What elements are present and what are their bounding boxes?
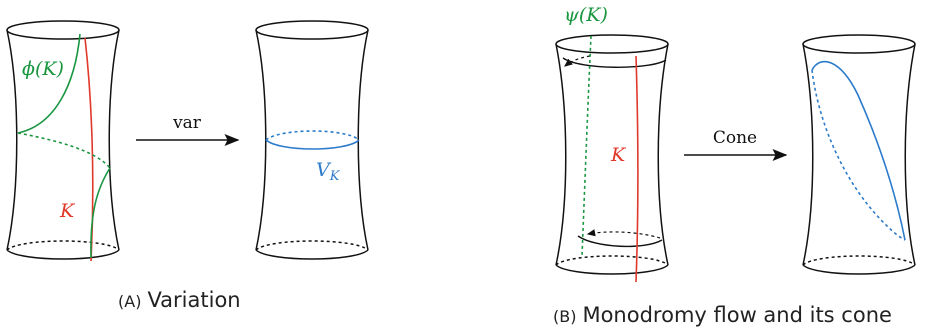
cylinder-a-right-bottom-back — [255, 240, 369, 251]
top-twist-ring — [562, 57, 667, 68]
cylinder-a-left-left-side — [6, 29, 18, 251]
cylinder-b-right-top-rim — [802, 34, 916, 54]
label-phi-k: ϕ(K) — [22, 58, 64, 80]
caption-b-text: Monodromy flow and its cone — [582, 303, 891, 327]
cylinder-b-right-bottom-back — [802, 255, 916, 266]
cylinder-b-right — [802, 34, 916, 275]
cylinder-b-left-left-side — [555, 43, 567, 266]
v-k-circle-back — [265, 130, 360, 141]
cylinder-a-left-bottom-front — [6, 249, 120, 260]
label-v-k: VK — [316, 159, 341, 184]
cylinder-a-right-left-side — [255, 29, 267, 251]
cylinder-b-left-bottom-back — [555, 255, 669, 266]
caption-a-tag: (A) — [118, 292, 141, 311]
label-v-k-main: V — [316, 159, 332, 181]
psi-k-curve — [581, 35, 592, 257]
cylinder-b-left — [555, 34, 669, 275]
var-arrow-label: var — [172, 113, 202, 133]
cylinder-b-right-left-side — [802, 43, 814, 266]
cylinder-b-right-bottom-front — [802, 264, 916, 275]
cylinder-a-right-bottom-front — [255, 249, 369, 260]
cylinder-a-left-bottom-back — [6, 240, 120, 251]
caption-a: (A) Variation — [118, 288, 241, 312]
cone-curve-front — [811, 60, 906, 241]
cylinder-a-right-right-side — [357, 29, 369, 251]
cylinder-b-left-right-side — [657, 43, 669, 266]
k-curve-b — [635, 55, 639, 283]
cylinder-b-left-top-rim — [555, 34, 669, 54]
cylinder-a-left-right-side — [108, 29, 120, 251]
label-v-k-sub: K — [329, 169, 341, 184]
cylinder-b-right-right-side — [904, 43, 916, 266]
label-k-b: K — [610, 144, 627, 166]
caption-a-text: Variation — [147, 288, 240, 312]
cone-arrow-label: Cone — [713, 128, 757, 148]
cylinder-a-left-top-rim — [6, 20, 120, 40]
phi-k-curve-upper — [17, 33, 81, 134]
caption-b: (B) Monodromy flow and its cone — [553, 303, 892, 327]
cylinder-b-left-bottom-front — [555, 264, 669, 275]
cone-curve-back — [811, 69, 906, 241]
cylinder-a-right — [255, 20, 369, 260]
phi-k-curve-lower — [90, 167, 111, 259]
v-k-circle-front — [265, 139, 360, 150]
top-twist-arrow — [564, 55, 591, 67]
bottom-twist-arrow — [586, 229, 661, 239]
label-psi-k: ψ(K) — [564, 4, 608, 26]
phi-k-curve-dashed — [17, 132, 111, 169]
label-k-a: K — [59, 200, 76, 222]
caption-b-tag: (B) — [553, 307, 576, 326]
bottom-twist-ring — [577, 235, 663, 248]
cylinder-a-left — [6, 20, 120, 260]
cylinder-a-right-top-rim — [255, 20, 369, 40]
